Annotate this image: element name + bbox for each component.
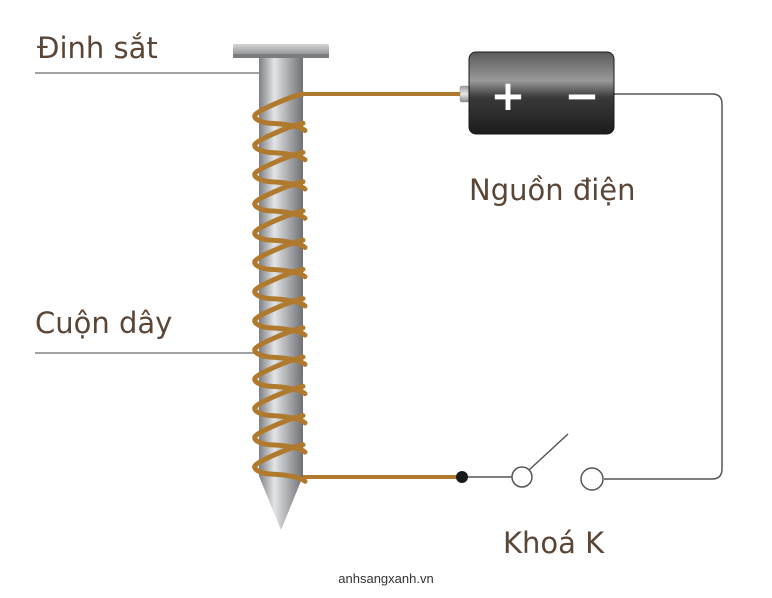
battery-minus-sign: − — [564, 71, 599, 120]
switch-junction-dot — [456, 471, 468, 483]
battery-plus-sign: + — [490, 71, 525, 120]
battery-icon: + − — [459, 51, 615, 135]
credit-text: anhsangxanh.vn — [338, 571, 433, 586]
switch-icon — [456, 433, 604, 491]
source-label: Nguồn điện — [469, 173, 636, 207]
switch-left-terminal — [511, 466, 533, 488]
iron-nail-icon — [233, 44, 329, 530]
nail-label: Đinh sắt — [37, 31, 158, 65]
copper-coil-icon — [252, 91, 308, 484]
coil-label: Cuộn dây — [35, 306, 172, 340]
switch-lever — [528, 433, 569, 471]
return-wire — [604, 93, 723, 480]
switch-label: Khoá K — [503, 526, 605, 560]
switch-right-terminal — [580, 467, 604, 491]
coil-turn — [252, 442, 308, 484]
